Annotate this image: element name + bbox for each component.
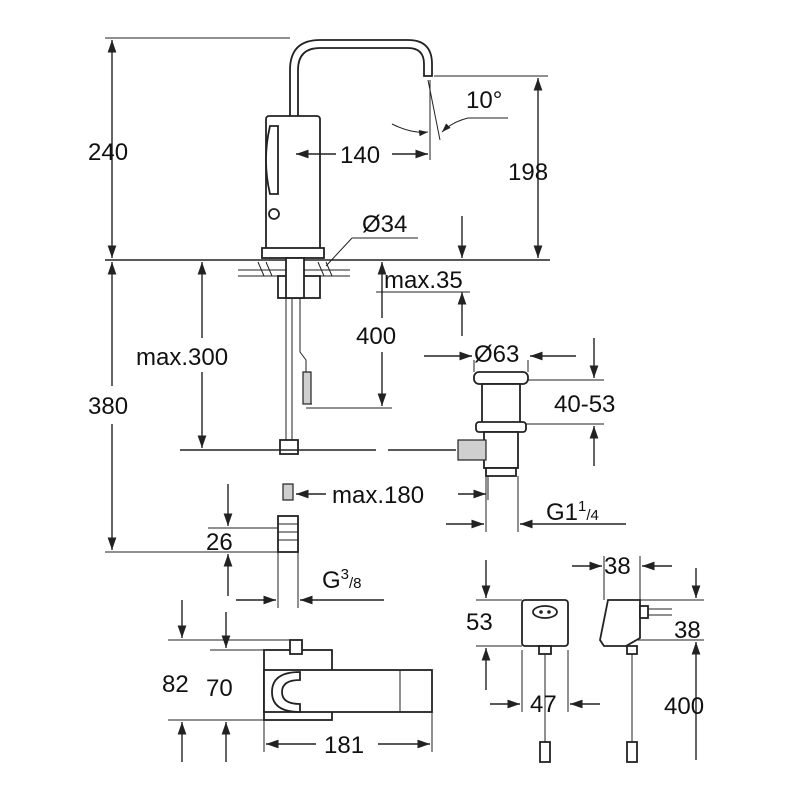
dim-spout-reach bbox=[296, 80, 431, 160]
label-box-width: 181 bbox=[324, 732, 364, 759]
dim-max-offset bbox=[296, 476, 489, 500]
label-lower-height: 380 bbox=[88, 393, 128, 420]
label-box-height-inner: 70 bbox=[206, 675, 233, 702]
dim-spout-height bbox=[434, 75, 548, 258]
label-waste-thread: G11/4 bbox=[546, 498, 599, 526]
label-waste-height: 40-53 bbox=[554, 391, 615, 418]
dim-hose-thread bbox=[236, 552, 384, 608]
label-psu-width-front: 47 bbox=[530, 691, 557, 718]
dim-body-diameter bbox=[325, 237, 418, 267]
label-psu-height-front: 53 bbox=[466, 609, 493, 636]
label-hose-thread: G3/8 bbox=[322, 566, 362, 594]
label-psu-height-side: 38 bbox=[674, 617, 701, 644]
control-box bbox=[263, 639, 433, 721]
dim-lower-height bbox=[105, 262, 278, 553]
label-body-diameter: Ø34 bbox=[362, 211, 407, 238]
dim-psu-height-front bbox=[476, 560, 522, 690]
label-waste-diameter: Ø63 bbox=[474, 341, 519, 368]
dim-waste-thread bbox=[446, 476, 626, 532]
power-supply-side bbox=[599, 599, 672, 763]
label-spout-angle: 10° bbox=[466, 87, 502, 114]
label-spout-reach: 140 bbox=[340, 142, 380, 169]
label-spout-height: 198 bbox=[508, 159, 548, 186]
countertop-section bbox=[105, 257, 550, 299]
label-max-offset: max.180 bbox=[332, 482, 424, 509]
label-deck-thickness: max.35 bbox=[384, 267, 463, 294]
supply-hoses bbox=[180, 298, 456, 553]
label-psu-width-side: 38 bbox=[604, 553, 631, 580]
dim-psu-height-side bbox=[636, 568, 704, 760]
label-box-height-outer: 82 bbox=[162, 671, 189, 698]
dim-spout-angle bbox=[391, 79, 508, 141]
dim-hose-height bbox=[208, 484, 278, 596]
label-tail-length: 400 bbox=[356, 323, 396, 350]
label-cable-length: 400 bbox=[664, 693, 704, 720]
dim-waste-height bbox=[526, 338, 604, 466]
dim-box-height bbox=[168, 600, 290, 762]
dim-deck-thickness bbox=[376, 216, 470, 336]
dim-tail-length bbox=[306, 262, 392, 409]
label-total-height: 240 bbox=[88, 139, 128, 166]
label-max-height-below: max.300 bbox=[136, 344, 228, 371]
label-hose-height: 26 bbox=[206, 529, 233, 556]
power-supply-front bbox=[521, 599, 569, 763]
dim-psu-width-side bbox=[572, 556, 672, 600]
dim-total-height bbox=[105, 37, 290, 258]
dim-psu-width-front bbox=[490, 650, 600, 712]
dim-waste-diameter bbox=[424, 351, 576, 372]
dim-box-width bbox=[263, 712, 433, 752]
waste-valve bbox=[457, 371, 529, 477]
